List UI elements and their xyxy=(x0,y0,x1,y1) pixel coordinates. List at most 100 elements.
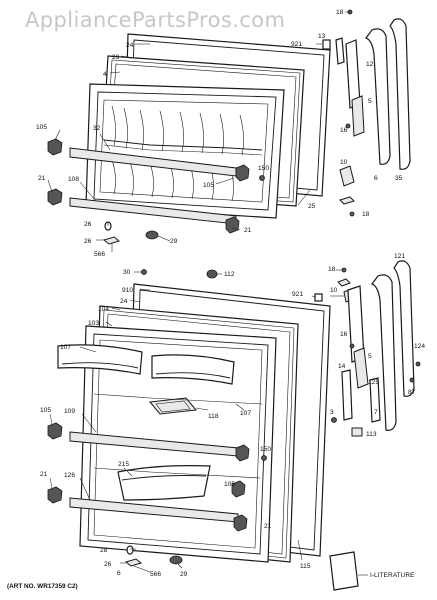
freezer-screw-150 xyxy=(259,175,265,181)
freezer-plug-921 xyxy=(322,39,331,50)
freezer-handle-6 xyxy=(365,28,391,165)
freezer-bracket-10 xyxy=(339,165,355,187)
fresh-food-screw-150 xyxy=(261,455,267,461)
fresh-food-callouts: 30 112 18 121 910 24 921 10 104 103 16 1… xyxy=(40,253,425,579)
fresh-food-bumper-29 xyxy=(169,555,183,565)
fresh-food-right-support-21 xyxy=(235,444,250,462)
callout-24-lower: 24 xyxy=(120,298,128,305)
freezer-plate-26 xyxy=(102,236,121,245)
dairy-door-left-107 xyxy=(57,344,143,375)
callout-105-lower: 105 xyxy=(40,407,51,414)
callout-150-lower: 150 xyxy=(260,446,271,453)
freezer-liner-recess xyxy=(99,99,269,203)
callout-literature: I-LITERATURE xyxy=(370,572,415,579)
literature-booklet xyxy=(329,551,359,591)
callout-107b: 107 xyxy=(240,410,251,417)
freezer-liner-ribs xyxy=(111,105,244,156)
fresh-food-screw-18 xyxy=(341,267,347,273)
callout-12: 12 xyxy=(366,61,374,68)
callout-125: 125 xyxy=(368,379,379,386)
callout-10: 10 xyxy=(340,159,348,166)
callout-35: 35 xyxy=(395,175,403,182)
fresh-food-handle-7 xyxy=(371,274,397,431)
callout-5: 5 xyxy=(368,98,372,105)
callout-118: 118 xyxy=(208,413,219,420)
callout-16: 16 xyxy=(340,127,348,134)
fresh-food-plate-26 xyxy=(124,558,143,567)
fresh-food-screw-16 xyxy=(349,343,355,349)
callout-18b: 18 xyxy=(362,211,370,218)
freezer-clip xyxy=(339,196,355,205)
callout-105b-lower: 105 xyxy=(224,481,235,488)
callout-21b: 21 xyxy=(244,227,252,234)
dairy-door-right-edge xyxy=(155,372,231,379)
callout-112: 112 xyxy=(224,271,235,278)
fresh-food-trim-125 xyxy=(369,377,381,423)
fresh-food-clip xyxy=(337,278,351,287)
fresh-food-handle-121 xyxy=(393,260,415,397)
freezer-liner-inner xyxy=(93,91,277,211)
fresh-food-door-assembly xyxy=(47,260,421,591)
dairy-door-left-edge xyxy=(61,362,139,369)
freezer-bumper-29 xyxy=(145,230,159,240)
fresh-food-bracket-5 xyxy=(353,347,369,389)
callout-32: 32 xyxy=(93,125,101,132)
callout-26: 26 xyxy=(84,221,92,228)
watermark-text: AppliancePartsPros.com xyxy=(25,8,285,32)
callout-25: 25 xyxy=(308,203,316,210)
callout-109: 109 xyxy=(64,408,75,415)
callout-105b: 105 xyxy=(203,182,214,189)
freezer-callouts: 18 13 921 24 23 4 12 5 105 32 16 150 10 … xyxy=(36,9,403,258)
callout-108: 108 xyxy=(68,176,79,183)
callout-14: 14 xyxy=(338,363,346,370)
callout-566: 566 xyxy=(94,251,105,258)
freezer-door-assembly xyxy=(47,9,411,245)
callout-23: 23 xyxy=(112,54,120,61)
fresh-food-screw-87 xyxy=(409,377,415,383)
callout-921: 921 xyxy=(291,41,302,48)
callout-910: 910 xyxy=(122,287,133,294)
callout-18: 18 xyxy=(336,9,344,16)
callout-87: 87 xyxy=(408,389,416,396)
fresh-food-liner-ridge-2 xyxy=(93,467,261,479)
callout-113: 113 xyxy=(366,431,377,438)
fresh-food-right-support-21b xyxy=(233,514,248,532)
callout-150: 150 xyxy=(258,165,269,172)
fresh-food-liner-ridge-1 xyxy=(93,393,263,405)
freezer-right-support-21 xyxy=(225,216,240,234)
fresh-food-support-105 xyxy=(47,422,63,440)
freezer-leader-lines xyxy=(47,11,350,252)
callout-18-lower: 18 xyxy=(328,266,336,273)
freezer-shelf-support-105 xyxy=(47,138,63,156)
freezer-liner-lower-ribs xyxy=(111,159,234,202)
callout-16-lower: 16 xyxy=(340,331,348,338)
callout-13: 13 xyxy=(318,33,326,40)
callout-107: 107 xyxy=(60,344,71,351)
fresh-food-trim-14-lower xyxy=(341,369,353,421)
callout-126: 126 xyxy=(64,472,75,479)
callout-105: 105 xyxy=(36,124,47,131)
freezer-screw-18-bottom xyxy=(349,211,355,217)
callout-6: 6 xyxy=(374,175,378,182)
art-number: (ART NO. WR17359 C2) xyxy=(7,583,78,590)
callout-29-lower: 29 xyxy=(180,571,188,578)
fresh-food-plug-112 xyxy=(206,269,218,279)
callout-124: 124 xyxy=(414,343,425,350)
fresh-food-cap-28 xyxy=(126,545,134,555)
callout-10-lower: 10 xyxy=(330,287,338,294)
freezer-cap-13 xyxy=(335,37,345,65)
callout-26b: 26 xyxy=(84,238,92,245)
callout-4: 4 xyxy=(103,71,107,78)
callout-24: 24 xyxy=(126,42,134,49)
freezer-handle-35 xyxy=(389,18,411,170)
callout-921-lower: 921 xyxy=(292,291,303,298)
callout-3: 3 xyxy=(330,409,334,416)
fresh-food-screw-3 xyxy=(331,417,337,423)
callout-103: 103 xyxy=(88,320,99,327)
callout-30: 30 xyxy=(123,269,131,276)
callout-21b-lower: 21 xyxy=(264,523,272,530)
egg-tray-inner xyxy=(155,400,191,413)
callout-5-lower: 5 xyxy=(368,353,372,360)
freezer-liner-shelf-ridge-2 xyxy=(103,144,263,156)
fresh-food-block-113 xyxy=(351,427,363,437)
